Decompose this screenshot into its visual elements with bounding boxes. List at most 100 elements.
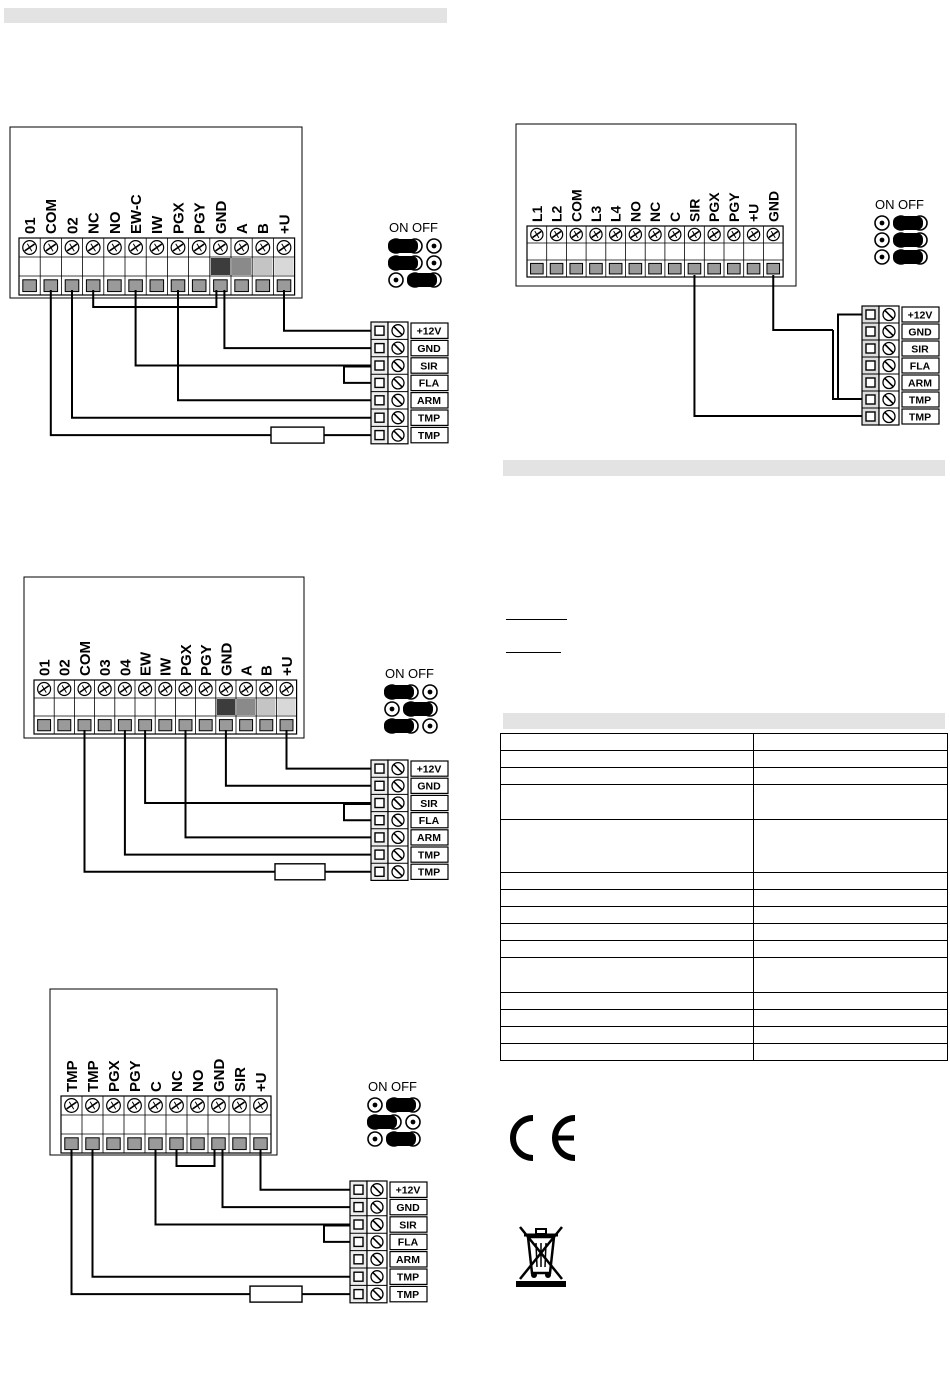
contact-pin bbox=[107, 279, 122, 293]
connector-label-box bbox=[389, 1233, 428, 1251]
terminal-label: +U bbox=[253, 1072, 270, 1092]
connector-label-box bbox=[901, 391, 940, 408]
connector-pin bbox=[374, 849, 385, 860]
contact-pin bbox=[77, 719, 92, 732]
terminal-label: GND bbox=[218, 643, 235, 677]
contact-pin bbox=[589, 262, 603, 275]
connector-label-box bbox=[901, 323, 940, 340]
terminal-label: TMP bbox=[85, 1060, 102, 1092]
terminal-label: +U bbox=[276, 214, 293, 234]
wire bbox=[323, 1224, 350, 1243]
table-row bbox=[500, 906, 948, 924]
terminal-label: NC bbox=[647, 202, 663, 222]
connector-pin bbox=[374, 377, 385, 389]
wire bbox=[92, 290, 218, 308]
contact-pin bbox=[106, 1137, 121, 1151]
terminal-label: IW bbox=[158, 657, 175, 676]
table-row bbox=[500, 750, 948, 768]
terminal-label: PGX bbox=[170, 202, 187, 234]
connector-label: +12V bbox=[417, 763, 442, 775]
connector-label-box bbox=[410, 829, 449, 846]
jumper-off-label: OFF bbox=[391, 1079, 417, 1094]
weee-crossed-bin-icon bbox=[516, 1226, 566, 1287]
contact-pin bbox=[22, 279, 37, 293]
connector-pin bbox=[353, 1236, 364, 1248]
terminal-label: 02 bbox=[57, 659, 74, 676]
connector-pin bbox=[353, 1288, 364, 1300]
table-row bbox=[500, 889, 948, 907]
jumper-cap bbox=[407, 273, 437, 287]
contact-pin bbox=[255, 279, 271, 293]
jumper-off-label: OFF bbox=[412, 220, 438, 235]
terminal-label: B bbox=[259, 665, 276, 676]
table-cell bbox=[500, 1026, 754, 1044]
connector-label-box bbox=[901, 408, 940, 425]
connector-pin bbox=[865, 377, 876, 388]
wire bbox=[343, 365, 371, 384]
table-cell bbox=[753, 923, 948, 941]
terminal-label: L2 bbox=[549, 205, 565, 222]
contact-pin bbox=[549, 262, 564, 275]
table-cell bbox=[753, 957, 948, 993]
terminal-label: 03 bbox=[97, 659, 114, 676]
connector-label: SIR bbox=[911, 343, 929, 355]
wire bbox=[343, 803, 371, 822]
connector-label: TMP bbox=[909, 394, 931, 406]
contact-pin bbox=[117, 719, 132, 732]
contact-pin bbox=[276, 279, 292, 293]
connector-label-box bbox=[410, 339, 449, 357]
contact-pin bbox=[128, 279, 143, 293]
contact-pin bbox=[530, 262, 544, 275]
contact-pin bbox=[198, 719, 213, 732]
jumper-cap bbox=[388, 239, 418, 253]
contact-pin bbox=[628, 262, 643, 275]
contact-pin bbox=[138, 719, 153, 732]
connector-label: TMP bbox=[418, 412, 440, 424]
connector-pin bbox=[374, 763, 385, 774]
connector-label-box bbox=[389, 1198, 428, 1216]
connector-label-box bbox=[389, 1250, 428, 1268]
contact-pin bbox=[766, 262, 781, 275]
table-cell bbox=[500, 940, 754, 958]
contact-pin bbox=[232, 1137, 247, 1151]
terminal-label: SIR bbox=[232, 1067, 249, 1092]
connector-pin bbox=[865, 411, 876, 422]
terminal-label: SIR bbox=[686, 199, 702, 222]
connector-label-box bbox=[901, 357, 940, 374]
connector-label-box bbox=[410, 794, 449, 812]
terminal-label: L4 bbox=[608, 205, 624, 222]
connector-label-box bbox=[410, 426, 449, 444]
connector-label-box bbox=[410, 357, 449, 374]
table-cell bbox=[753, 1009, 948, 1027]
wire bbox=[832, 330, 862, 400]
wire bbox=[175, 1150, 216, 1167]
connector-label: ARM bbox=[417, 395, 441, 407]
connector-label: ARM bbox=[908, 377, 932, 389]
connector-pin bbox=[374, 815, 385, 826]
terminal-label: NO bbox=[627, 201, 643, 222]
connector-label: TMP bbox=[909, 411, 931, 423]
connector-pin bbox=[865, 343, 876, 354]
specifications-table bbox=[500, 733, 948, 1061]
connector-label: SIR bbox=[420, 360, 438, 372]
wire bbox=[184, 730, 371, 839]
contact-pin bbox=[169, 1137, 184, 1151]
resistor-icon bbox=[270, 426, 325, 444]
contact-pin bbox=[608, 262, 623, 275]
connector-label-box bbox=[410, 811, 449, 829]
wire bbox=[837, 313, 862, 400]
wire bbox=[772, 275, 833, 331]
contact-pin bbox=[170, 279, 186, 293]
terminal-label: PGX bbox=[106, 1060, 123, 1092]
table-row bbox=[500, 923, 948, 941]
table-cell bbox=[753, 872, 948, 890]
terminal-label: COM bbox=[77, 641, 94, 676]
section-header-bar bbox=[503, 460, 945, 476]
terminal-label: NO bbox=[190, 1069, 207, 1092]
connector-pin bbox=[353, 1219, 364, 1230]
wire bbox=[154, 1150, 350, 1226]
jumper-cap bbox=[384, 719, 414, 733]
table-cell bbox=[500, 957, 754, 993]
connector-pin bbox=[865, 326, 876, 337]
